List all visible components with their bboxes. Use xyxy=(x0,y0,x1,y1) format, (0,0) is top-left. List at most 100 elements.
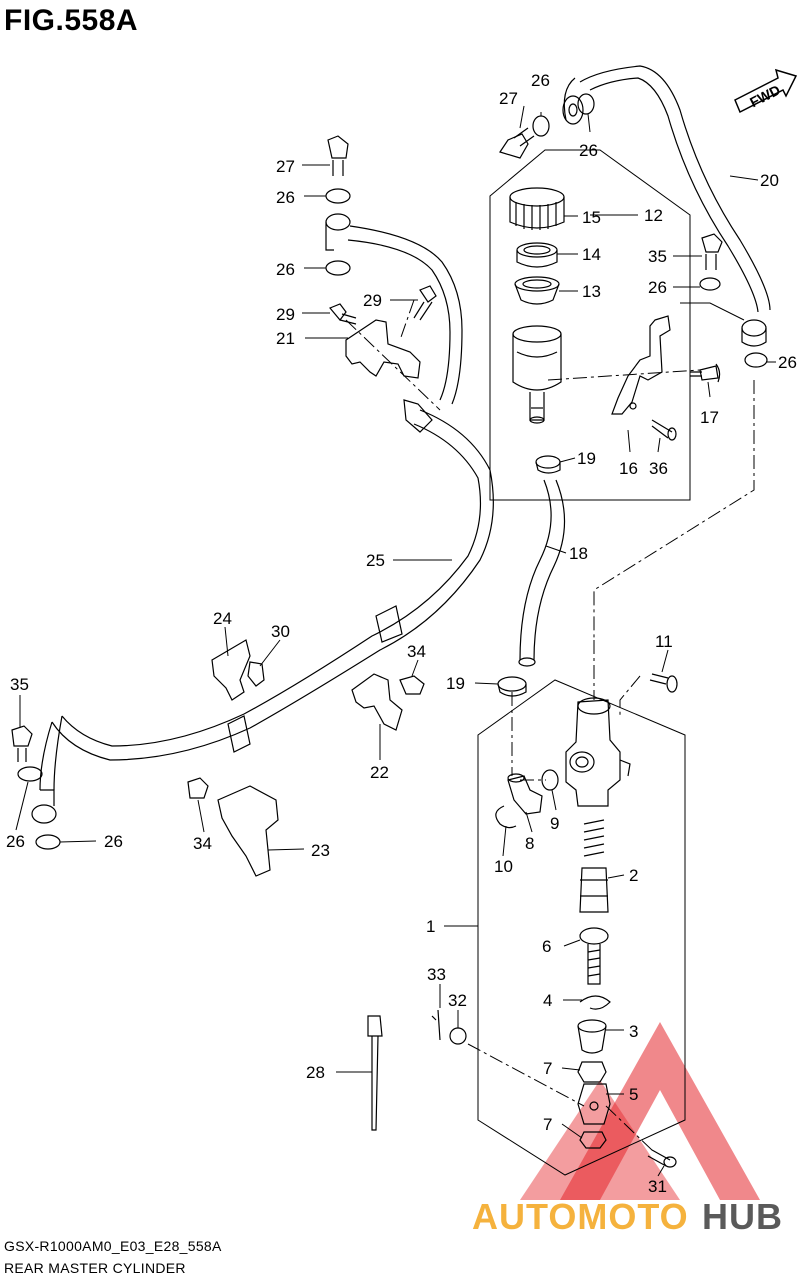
callout-22: 22 xyxy=(370,763,389,782)
watermark-text-secondary: HUB xyxy=(702,1196,783,1237)
callout-14: 14 xyxy=(582,245,601,264)
reservoir-bracket xyxy=(611,315,671,415)
cable-tie-28 xyxy=(367,1015,383,1131)
callout-27a: 27 xyxy=(499,89,518,108)
push-rod xyxy=(579,927,609,985)
bolt-27-left xyxy=(327,135,349,176)
washer-26-right-a xyxy=(699,277,721,291)
callout-24: 24 xyxy=(213,609,232,628)
callout-13: 13 xyxy=(582,282,601,301)
callout-29b: 29 xyxy=(363,291,382,310)
bolt-35-left xyxy=(11,725,33,762)
washer-26-top-b xyxy=(577,93,595,115)
screw-36 xyxy=(651,419,677,441)
washer-32 xyxy=(449,1027,467,1045)
callout-8: 8 xyxy=(525,834,534,853)
callout-26f: 26 xyxy=(778,353,797,372)
callout-33: 33 xyxy=(427,965,446,984)
callout-7a: 7 xyxy=(543,1059,552,1078)
callout-15: 15 xyxy=(582,208,601,227)
callout-16: 16 xyxy=(619,459,638,478)
callout-34b: 34 xyxy=(193,834,212,853)
nut-7-lower xyxy=(579,1131,607,1149)
clevis-5 xyxy=(577,1083,611,1125)
o-ring-9 xyxy=(541,769,559,791)
callout-20: 20 xyxy=(760,171,779,190)
bracket-21 xyxy=(345,319,421,379)
callout-26a: 26 xyxy=(531,71,550,90)
bolt-11 xyxy=(649,673,678,693)
hose-20 xyxy=(563,65,771,347)
diagram-name: REAR MASTER CYLINDER xyxy=(4,1260,186,1276)
callout-28: 28 xyxy=(306,1063,325,1082)
bolt-29-b xyxy=(413,285,437,321)
reservoir-cap xyxy=(509,187,565,230)
callout-5: 5 xyxy=(629,1085,638,1104)
callout-7b: 7 xyxy=(543,1115,552,1134)
callout-26d: 26 xyxy=(648,278,667,297)
washer-26-bottom-a xyxy=(17,766,43,782)
diagram-code: GSX-R1000AM0_E03_E28_558A xyxy=(4,1238,222,1254)
master-cylinder-box xyxy=(477,679,686,1176)
callout-25: 25 xyxy=(366,551,385,570)
callout-31: 31 xyxy=(648,1177,667,1196)
boot-3 xyxy=(577,1019,607,1054)
callout-2: 2 xyxy=(629,866,638,885)
hose-18 xyxy=(518,479,566,667)
callout-4: 4 xyxy=(543,991,552,1010)
bolt-17 xyxy=(690,363,721,383)
watermark-text-primary: AUTOMOTO xyxy=(472,1196,689,1237)
callout-10: 10 xyxy=(494,857,513,876)
bolt-34-b xyxy=(187,777,209,799)
callout-18: 18 xyxy=(569,544,588,563)
reservoir-box xyxy=(489,149,691,501)
cotter-pin-33 xyxy=(431,1009,441,1041)
inlet-elbow xyxy=(507,773,543,815)
piston-spring xyxy=(579,819,609,913)
fwd-arrow-icon: FWD xyxy=(734,68,798,114)
washer-26-bottom-b xyxy=(35,834,61,850)
callout-32: 32 xyxy=(448,991,467,1010)
callout-17: 17 xyxy=(700,408,719,427)
callout-30: 30 xyxy=(271,622,290,641)
callout-3: 3 xyxy=(629,1022,638,1041)
circlip-4 xyxy=(579,995,611,1010)
hose-25 xyxy=(39,225,494,791)
callout-26c: 26 xyxy=(276,188,295,207)
banjo-fitting-bottom xyxy=(31,789,57,824)
watermark-logo xyxy=(520,1022,760,1200)
washer-26-left-b xyxy=(325,260,351,276)
callout-19b: 19 xyxy=(446,674,465,693)
callout-35b: 35 xyxy=(10,675,29,694)
banjo-fitting-top xyxy=(562,95,584,125)
circlip-10 xyxy=(495,805,517,829)
washer-26-top-a xyxy=(532,115,550,137)
washer-26-right-b xyxy=(744,352,768,368)
bolt-27-top xyxy=(499,127,535,159)
callout-35a: 35 xyxy=(648,247,667,266)
callout-21: 21 xyxy=(276,329,295,348)
callout-23: 23 xyxy=(311,841,330,860)
callout-29a: 29 xyxy=(276,305,295,324)
callout-1: 1 xyxy=(426,917,435,936)
bolt-34-a xyxy=(399,675,425,695)
clamp-24 xyxy=(211,639,251,701)
callout-9: 9 xyxy=(550,814,559,833)
bolt-29-a xyxy=(329,303,357,325)
bolt-30 xyxy=(247,661,265,687)
fwd-label: FWD xyxy=(747,82,783,111)
diaphragm-plate xyxy=(516,242,558,268)
callout-26h: 26 xyxy=(104,832,123,851)
callout-26g: 26 xyxy=(6,832,25,851)
bolt-35-right xyxy=(701,233,723,270)
reservoir-tank xyxy=(512,325,562,424)
washer-26-left-a xyxy=(325,188,351,204)
bracket-23 xyxy=(217,785,279,877)
nut-7-upper xyxy=(577,1061,607,1083)
clamp-22 xyxy=(351,673,403,731)
figure-title: FIG.558A xyxy=(4,4,139,37)
banjo-fitting-left xyxy=(325,213,351,251)
hose-clamp-19-top xyxy=(535,455,561,474)
callout-36: 36 xyxy=(649,459,668,478)
